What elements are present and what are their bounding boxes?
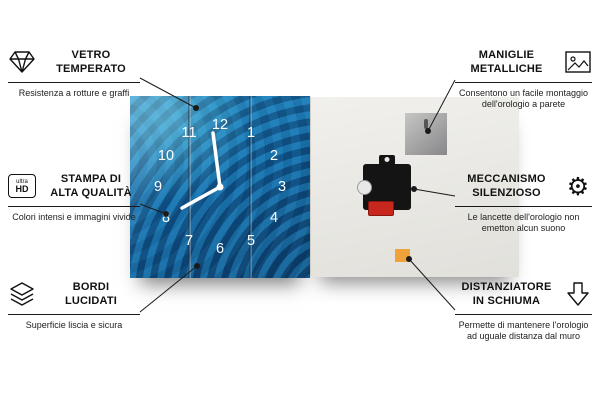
callout-title-line: DISTANZIATORE [461, 281, 552, 293]
glass-panel-divider [249, 96, 252, 278]
glass-panel-divider [188, 96, 191, 278]
callout-description: Superficie liscia e sicura [25, 319, 123, 330]
ultra-hd-icon-text: HD [15, 183, 29, 194]
callout-vetro-temperato: VETRO TEMPERATO Resistenza a rotture e g… [8, 48, 140, 99]
clock-number-1: 1 [246, 125, 256, 141]
clock-number-12: 12 [211, 117, 229, 133]
callout-maniglie-metalliche: MANIGLIE METALLICHE Consentono un facile… [455, 48, 592, 111]
clock-front-panel: 12 1 2 3 4 5 6 7 8 9 10 11 [130, 96, 310, 278]
callout-bordi-lucidati: BORDI LUCIDATI Superficie liscia e sicur… [8, 280, 140, 331]
clock-number-11: 11 [181, 125, 197, 141]
callout-description: Permette di mantenere l'orologio ad ugua… [458, 319, 589, 342]
callout-distanziatore-schiuma: DISTANZIATORE IN SCHIUMA Permette di man… [455, 280, 592, 343]
ultra-hd-icon-text: ultra [16, 178, 28, 185]
callout-title-line: MECCANISMO [467, 173, 546, 185]
callout-stampa-alta-qualita: ultra HD STAMPA DI ALTA QUALITÀ Colori i… [8, 172, 140, 223]
diamond-icon [8, 50, 36, 74]
mechanism-battery [368, 201, 394, 216]
callout-title-line: TEMPERATO [56, 63, 126, 76]
clock-number-2: 2 [269, 148, 279, 164]
mechanism-hook [379, 155, 395, 165]
callout-header: ⚙ MECCANISMO SILENZIOSO [455, 172, 592, 207]
clock-number-5: 5 [246, 233, 256, 249]
ultra-hd-icon: ultra HD [8, 174, 36, 199]
callout-description: Le lancette dell'orologio non emetton al… [467, 211, 580, 234]
callout-title-line: SILENZIOSO [472, 187, 541, 200]
clock-hands [180, 131, 224, 210]
callout-header: DISTANZIATORE IN SCHIUMA [455, 280, 592, 315]
callout-title-line: ALTA QUALITÀ [50, 187, 132, 200]
callout-description: Resistenza a rotture e graffi [18, 87, 130, 98]
callout-title-line: VETRO [71, 49, 111, 61]
mechanism-spindle [357, 180, 372, 195]
foam-spacer [395, 249, 410, 262]
callout-description: Colori intensi e immagini vivide [12, 211, 136, 222]
gear-icon: ⚙ [566, 171, 590, 201]
callout-title-line: STAMPA DI [60, 173, 122, 185]
picture-frame-icon [564, 51, 592, 73]
hanger-slot [424, 119, 428, 129]
callout-title-line: LUCIDATI [64, 295, 118, 308]
mechanism-hook-hole [384, 157, 390, 162]
layers-icon [8, 281, 36, 307]
clock-number-8: 8 [161, 210, 171, 226]
down-arrow-icon [564, 281, 592, 307]
callout-header: BORDI LUCIDATI [8, 280, 140, 315]
clock-mechanism [357, 155, 411, 216]
clock-number-4: 4 [269, 210, 279, 226]
clock-number-6: 6 [215, 241, 225, 257]
callout-title-line: IN SCHIUMA [472, 295, 541, 308]
clock-number-3: 3 [277, 179, 287, 195]
callout-header: ultra HD STAMPA DI ALTA QUALITÀ [8, 172, 140, 207]
metal-hanger-plate [405, 113, 447, 155]
callout-title: MANIGLIE METALLICHE [455, 48, 558, 77]
callout-title-line: METALLICHE [470, 63, 543, 76]
callout-title: STAMPA DI ALTA QUALITÀ [42, 172, 140, 201]
callout-header: VETRO TEMPERATO [8, 48, 140, 83]
callout-header: MANIGLIE METALLICHE [455, 48, 592, 83]
clock-number-7: 7 [184, 233, 194, 249]
callout-title: DISTANZIATORE IN SCHIUMA [455, 280, 558, 309]
clock-number-10: 10 [157, 148, 175, 164]
callout-title: VETRO TEMPERATO [42, 48, 140, 77]
callout-description: Consentono un facile montaggio dell'orol… [458, 87, 589, 110]
callout-title-line: BORDI [72, 281, 110, 293]
callout-title: BORDI LUCIDATI [42, 280, 140, 309]
callout-meccanismo-silenzioso: ⚙ MECCANISMO SILENZIOSO Le lancette dell… [455, 172, 592, 235]
callout-title: MECCANISMO SILENZIOSO [455, 172, 558, 201]
clock-number-9: 9 [153, 179, 163, 195]
callout-title-line: MANIGLIE [478, 49, 535, 61]
